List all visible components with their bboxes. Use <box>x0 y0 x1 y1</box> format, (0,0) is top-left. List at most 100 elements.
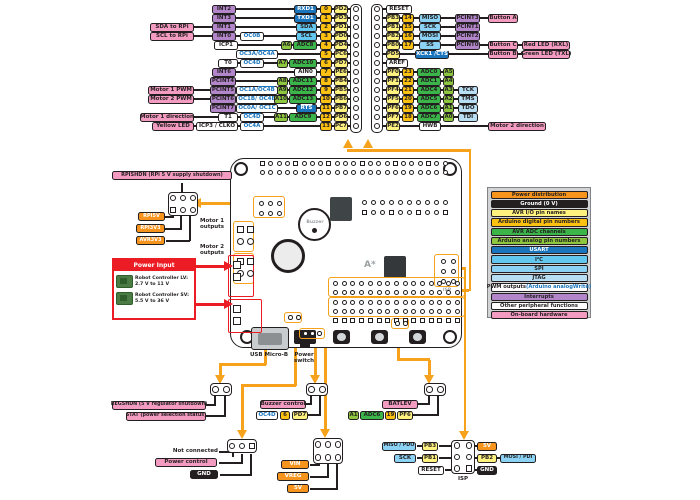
connector-line <box>308 414 320 416</box>
20: 20 <box>402 95 414 104</box>
motor-1-pwm: Motor 1 PWM <box>148 86 194 95</box>
chip-label: 3 <box>324 32 328 39</box>
board-pad <box>385 309 391 314</box>
chip-label: Motor 2 direction <box>490 122 544 129</box>
chip-label: PD7 <box>293 411 307 418</box>
board-pad <box>309 170 315 175</box>
board-pad <box>454 281 460 286</box>
legend-item-jtag: JTAG <box>490 274 588 283</box>
header-pin <box>353 114 359 120</box>
adc1: ADC1 <box>417 77 441 86</box>
5: 5 <box>320 50 332 59</box>
chip-label: 5V <box>293 484 303 491</box>
power-switch-label: Power switch <box>293 352 315 365</box>
gnd: GND <box>477 466 497 475</box>
connector-line <box>232 453 234 457</box>
chip-label: ADC8 <box>296 41 314 48</box>
connector-line <box>437 396 439 416</box>
connector-line <box>381 80 450 82</box>
chip-label: A2 <box>444 95 453 102</box>
board-pad <box>247 270 254 277</box>
board-pad <box>309 161 315 166</box>
board-pad <box>451 259 456 264</box>
chip-label: AREF <box>388 59 405 66</box>
chip-label: STAT (power selection status) <box>125 413 207 419</box>
pd3: PD3 <box>334 14 348 23</box>
chip-label: INT3 <box>216 14 232 21</box>
header-pin <box>465 465 473 472</box>
header-pin <box>374 123 380 129</box>
board-pad <box>442 161 448 166</box>
board-pad <box>318 170 324 175</box>
int1: INT1 <box>212 23 236 32</box>
0: 0 <box>320 5 332 14</box>
connector-line <box>206 415 225 417</box>
chip-label: PCINT3 <box>456 14 479 21</box>
vin: VIN <box>281 460 309 469</box>
chip-label: 16 <box>404 32 412 39</box>
board-pad <box>268 211 273 216</box>
pb2: PB2 <box>477 454 497 463</box>
chip-label: GND <box>197 470 211 477</box>
board-pad <box>350 318 356 323</box>
connector-line <box>497 457 501 459</box>
header-pin <box>353 69 359 75</box>
board-pad <box>441 269 446 274</box>
board-pad <box>376 290 382 295</box>
board-pad <box>385 281 391 286</box>
chip-label: A9 <box>278 86 287 93</box>
motor-2-direction: Motor 2 direction <box>488 122 546 131</box>
ic-chip <box>330 197 352 221</box>
header-pin <box>353 60 359 66</box>
chip-label: PD2 <box>334 5 348 12</box>
pf5: PF5 <box>386 95 400 104</box>
button-c-cap <box>413 333 422 341</box>
chip-label: PB0 <box>386 41 400 48</box>
chip-label: Yellow LED <box>156 122 190 129</box>
connector-line <box>319 396 321 416</box>
board-pad <box>393 290 399 295</box>
pb0: PB0 <box>386 41 400 50</box>
board-pad <box>326 161 332 166</box>
board-pad <box>434 170 440 175</box>
a10: A10 <box>274 95 288 104</box>
pd7: PD7 <box>292 411 308 420</box>
chip-label: MISO <box>421 14 439 21</box>
chip-label: PE6 <box>335 68 347 75</box>
sck: SCK <box>419 23 441 32</box>
chip-label: PC6 <box>335 50 347 57</box>
board-pad <box>376 161 382 166</box>
chip-label: Motor 2 PWM <box>150 95 192 102</box>
chip-label: ADC13 <box>292 95 314 102</box>
header-highlight <box>434 254 459 287</box>
sda: SDA <box>296 23 317 32</box>
a11: A11 <box>274 113 288 122</box>
board-pad <box>428 281 434 286</box>
pb4: PB4 <box>334 77 348 86</box>
header-pin <box>353 6 359 12</box>
board-pad <box>401 170 407 175</box>
legend-item-other-peripheral-functions: Other peripheral functions <box>490 301 588 311</box>
6: 6 <box>280 411 290 420</box>
chip-label: A6 <box>282 41 291 48</box>
header-pin <box>319 386 326 393</box>
rpishdn-rpi-5-v-supply-shutdown: RPISHDN (RPi 5 V supply shutdown) <box>112 171 232 180</box>
chip-label: SCK <box>423 23 437 30</box>
board-pad <box>401 161 407 166</box>
a8: A8 <box>277 77 288 86</box>
pf6: PF6 <box>386 104 400 113</box>
header-pin <box>308 386 315 393</box>
board-pad <box>376 281 382 286</box>
4: 4 <box>320 41 332 50</box>
board-pad <box>351 161 357 166</box>
pd4: PD4 <box>334 41 348 50</box>
orange-arrow-icon <box>343 139 353 148</box>
header-pin <box>374 105 380 111</box>
legend-item-ground-0-v: Ground (0 V) <box>490 199 588 208</box>
connector-line <box>181 183 183 192</box>
header-pin <box>374 114 380 120</box>
pd5: PD5 <box>386 50 400 59</box>
board-pad <box>350 281 356 286</box>
chip-label: OC4D <box>258 411 276 418</box>
regshdn-5-v-regulator-shutdown: REGSHDN (5 V regulator shutdown) <box>111 401 207 410</box>
